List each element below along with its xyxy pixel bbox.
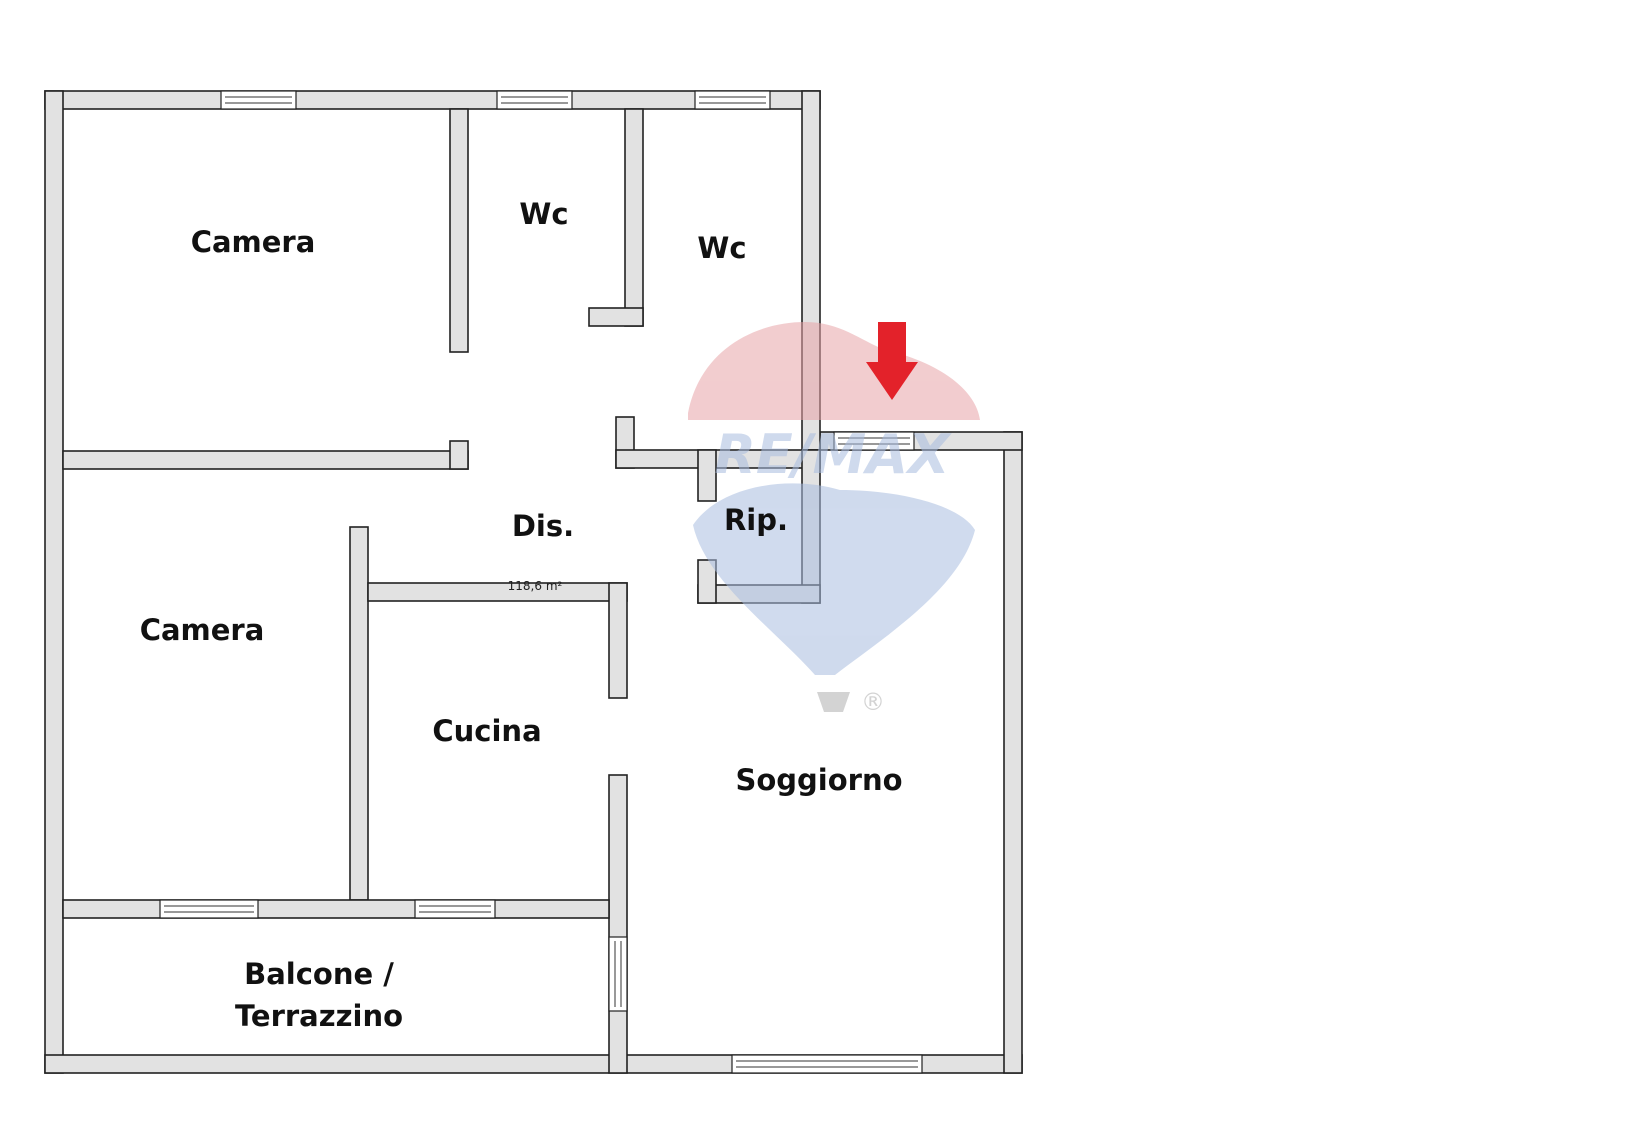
window-camera-top bbox=[220, 90, 297, 110]
room-label-rip: Rip. bbox=[724, 503, 788, 537]
window-balcone-side bbox=[608, 936, 628, 1012]
watermark-brand: RE/MAX bbox=[714, 423, 952, 486]
room-label-wc-right: Wc bbox=[697, 231, 746, 265]
room-label-balcone-line1: Balcone / bbox=[244, 957, 394, 991]
window-camera-bottom bbox=[159, 899, 259, 919]
room-label-camera-bottom: Camera bbox=[140, 613, 265, 647]
total-area-label: 118,6 m² bbox=[508, 579, 563, 593]
windows bbox=[159, 90, 923, 1074]
window-wc-right bbox=[694, 90, 771, 110]
room-label-soggiorno: Soggiorno bbox=[735, 763, 902, 797]
balloon-basket-icon bbox=[817, 692, 850, 712]
room-label-dis: Dis. bbox=[512, 509, 574, 543]
room-label-wc-left: Wc bbox=[519, 197, 568, 231]
room-labels: Camera Wc Wc Dis. 118,6 m² Rip. Camera C… bbox=[140, 197, 903, 1033]
window-cucina bbox=[414, 899, 496, 919]
window-wc-left bbox=[496, 90, 573, 110]
window-soggiorno-bottom bbox=[731, 1054, 923, 1074]
room-label-balcone-line2: Terrazzino bbox=[235, 999, 403, 1033]
room-label-camera-top: Camera bbox=[191, 225, 316, 259]
balloon-top-red-icon bbox=[688, 322, 980, 420]
window-soggiorno-entrance bbox=[833, 431, 915, 451]
balloon-bottom-blue-icon bbox=[693, 483, 975, 675]
remax-watermark: RE/MAX ® bbox=[688, 322, 980, 716]
watermark-registered: ® bbox=[861, 688, 885, 716]
room-label-cucina: Cucina bbox=[432, 714, 541, 748]
entrance-arrow-icon bbox=[866, 322, 918, 400]
